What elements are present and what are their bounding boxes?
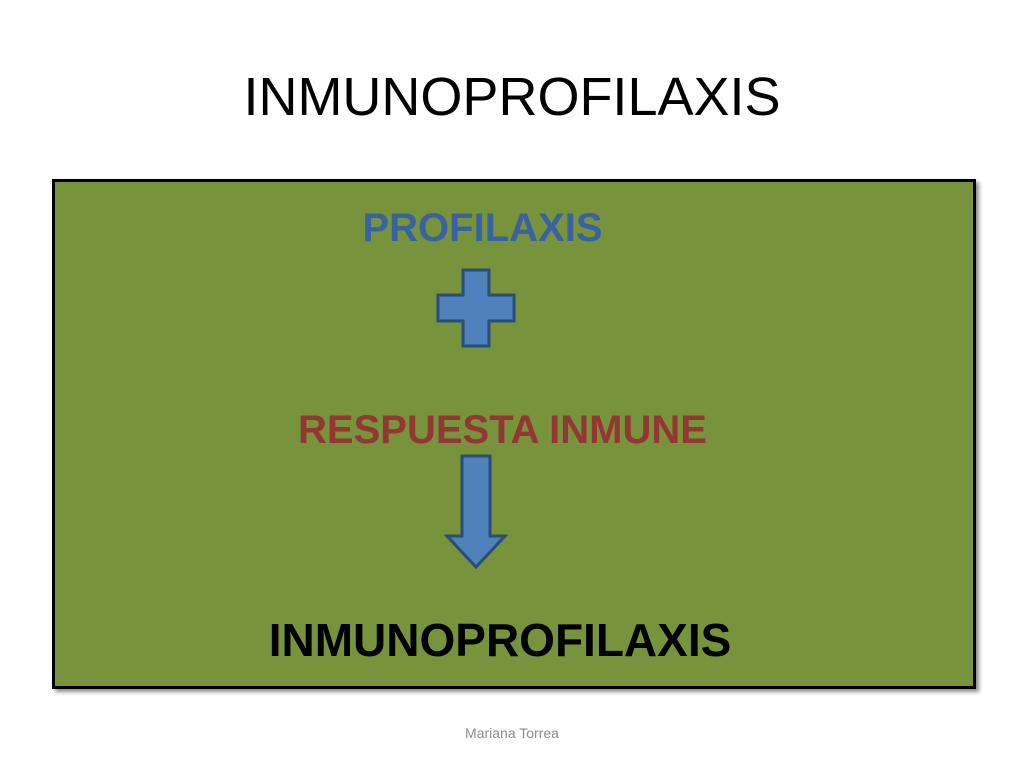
arrow-down-icon bbox=[443, 454, 509, 570]
term-respuesta-inmune: RESPUESTA INMUNE bbox=[298, 408, 707, 452]
result-inmunoprofilaxis: INMUNOPROFILAXIS bbox=[268, 614, 732, 666]
plus-icon bbox=[436, 268, 516, 348]
term-profilaxis: PROFILAXIS bbox=[362, 206, 603, 250]
diagram-box: PROFILAXIS RESPUESTA INMUNE INMUNOPROFIL… bbox=[52, 179, 976, 689]
footer-author: Mariana Torrea bbox=[465, 725, 559, 741]
slide-title: INMUNOPROFILAXIS bbox=[243, 67, 781, 127]
